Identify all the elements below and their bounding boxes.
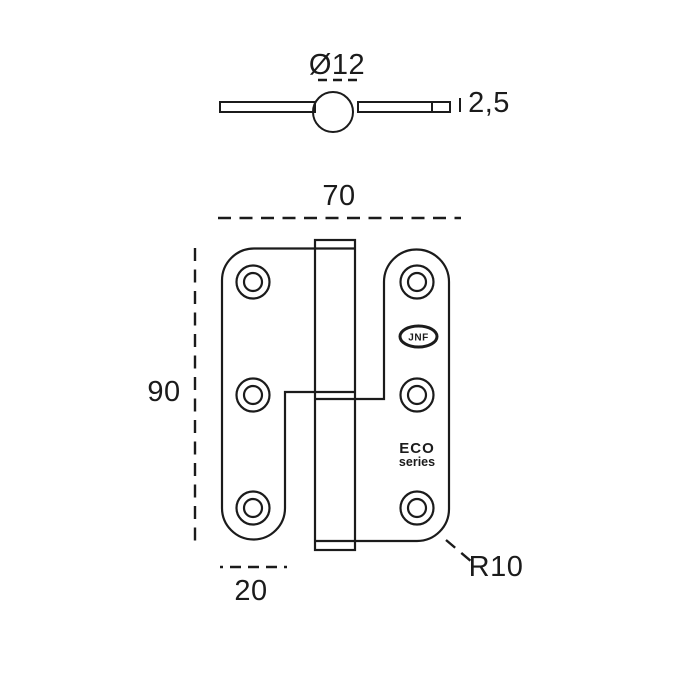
jnf-logo-ellipse (398, 324, 439, 349)
jnf-logo-text: JNF (408, 333, 428, 344)
right-leaf-outline (315, 248, 451, 543)
right-leaf-screw-holes (399, 264, 435, 526)
screw-hole-inner (406, 497, 428, 519)
screw-hole-outer (399, 490, 435, 526)
left-leaf-outline (220, 247, 355, 541)
diameter-dimension-label: Ø12 (309, 49, 365, 81)
eco-series-line2: series (399, 455, 435, 469)
thickness-dimension-label: 2,5 (468, 87, 510, 119)
screw-hole-outer (235, 377, 271, 413)
screw-hole-outer (399, 264, 435, 300)
eco-series-line1: ECO (399, 440, 435, 457)
knuckle-barrel-circle (312, 91, 354, 133)
radius-leader-dashes (445, 539, 473, 563)
screw-hole-inner (242, 384, 264, 406)
jnf-brand-logo: JNF (398, 324, 439, 349)
height-dimension-label: 90 (147, 376, 180, 408)
screw-hole-inner (242, 271, 264, 293)
width-dimension-label: 70 (322, 180, 355, 212)
screw-hole-inner (406, 384, 428, 406)
front-view-elevation: 70 90 (147, 180, 524, 607)
knuckle-bar (313, 238, 357, 552)
screw-hole-inner (406, 271, 428, 293)
leaf-width-dimension-label: 20 (234, 575, 267, 607)
screw-hole-outer (235, 490, 271, 526)
screw-hole-outer (399, 377, 435, 413)
corner-radius-label: R10 (469, 551, 524, 583)
right-leaf-plate-section (357, 101, 451, 113)
screw-hole-outer (235, 264, 271, 300)
eco-series-stamp: ECO series (399, 440, 435, 469)
left-leaf-screw-holes (235, 264, 271, 526)
left-leaf-plate-section (219, 101, 316, 113)
top-view-cross-section: Ø12 2,5 (219, 49, 510, 133)
screw-hole-inner (242, 497, 264, 519)
